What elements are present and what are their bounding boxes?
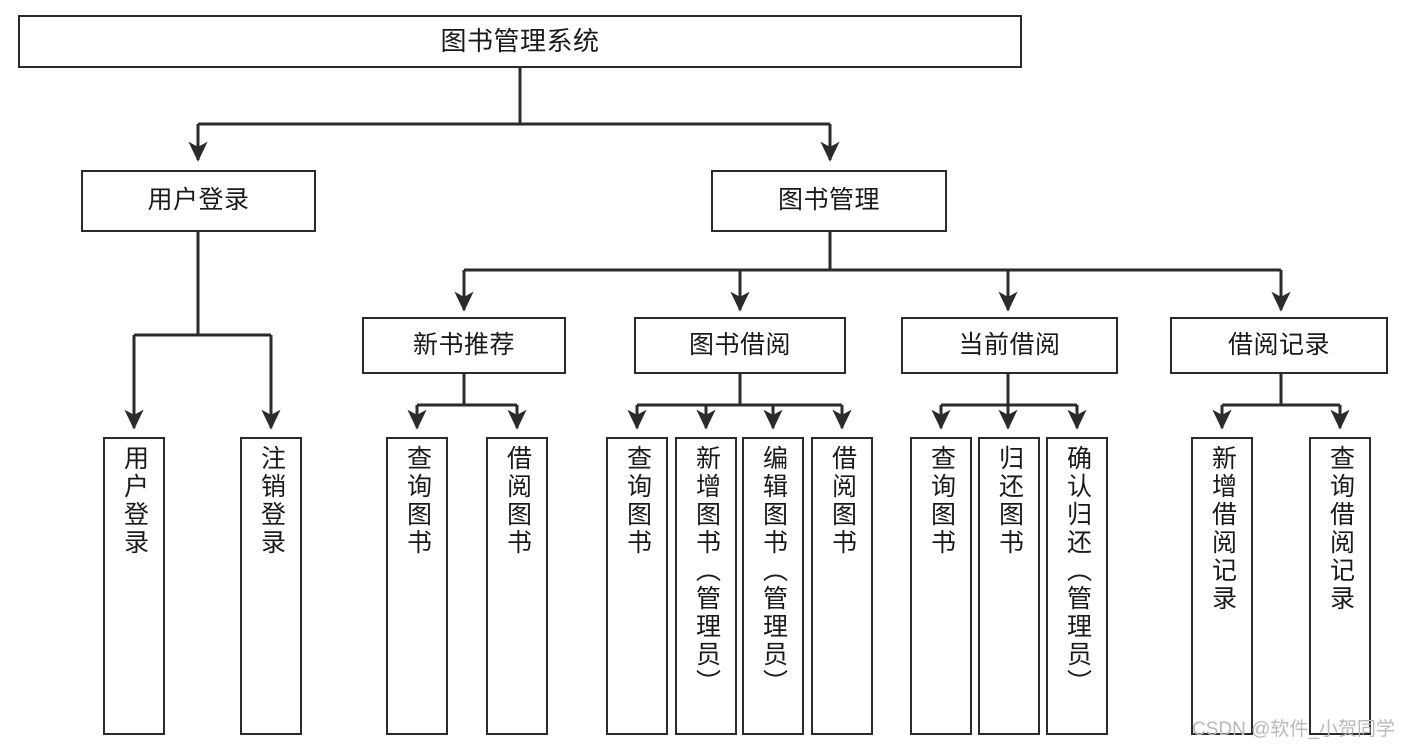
node-label: 借阅图书 [503,445,532,557]
node-label: 查询图书 [927,445,956,557]
node-leaf-return-book[interactable]: 归还图书 [978,437,1040,735]
node-root-system[interactable]: 图书管理系统 [18,15,1022,68]
node-label: 查询图书 [623,445,652,557]
node-label: 图书借阅 [688,330,791,359]
node-label: 图书管理系统 [440,26,600,57]
watermark-text: CSDN @软件_小贺同学 [1192,719,1395,740]
node-leaf-borrow-book-1[interactable]: 借阅图书 [486,437,548,735]
node-label: 用户登录 [147,186,250,215]
node-leaf-query-book-1[interactable]: 查询图书 [386,437,448,735]
node-label: 当前借阅 [958,330,1061,359]
node-label: 查询图书 [403,445,432,557]
node-label: 编辑图书（管理员） [759,445,788,697]
node-label: 借阅图书 [828,445,857,557]
node-leaf-logout-login[interactable]: 注销登录 [240,437,302,735]
node-label: 图书管理 [777,186,880,215]
node-leaf-borrow-book-2[interactable]: 借阅图书 [811,437,873,735]
node-leaf-query-record[interactable]: 查询借阅记录 [1309,437,1371,735]
node-leaf-add-record[interactable]: 新增借阅记录 [1191,437,1253,735]
node-label: 新增图书（管理员） [692,445,721,697]
node-leaf-edit-book[interactable]: 编辑图书（管理员） [742,437,804,735]
node-leaf-add-book[interactable]: 新增图书（管理员） [675,437,737,735]
node-label: 借阅记录 [1227,330,1330,359]
node-new-book-recommend[interactable]: 新书推荐 [362,317,566,374]
node-label: 注销登录 [257,445,286,557]
node-book-management[interactable]: 图书管理 [711,170,947,232]
node-label: 新书推荐 [412,330,515,359]
node-leaf-query-book-2[interactable]: 查询图书 [606,437,668,735]
node-label: 新增借阅记录 [1208,445,1237,613]
node-user-login[interactable]: 用户登录 [81,170,316,232]
node-borrow-record[interactable]: 借阅记录 [1170,317,1388,374]
node-label: 查询借阅记录 [1326,445,1355,613]
node-label: 用户登录 [120,445,149,557]
node-leaf-user-login[interactable]: 用户登录 [103,437,165,735]
node-label: 归还图书 [995,445,1024,557]
node-book-borrow[interactable]: 图书借阅 [634,317,846,374]
node-leaf-query-book-3[interactable]: 查询图书 [910,437,972,735]
node-leaf-confirm-return[interactable]: 确认归还（管理员） [1046,437,1108,735]
node-current-borrow[interactable]: 当前借阅 [901,317,1118,374]
node-label: 确认归还（管理员） [1063,445,1092,697]
